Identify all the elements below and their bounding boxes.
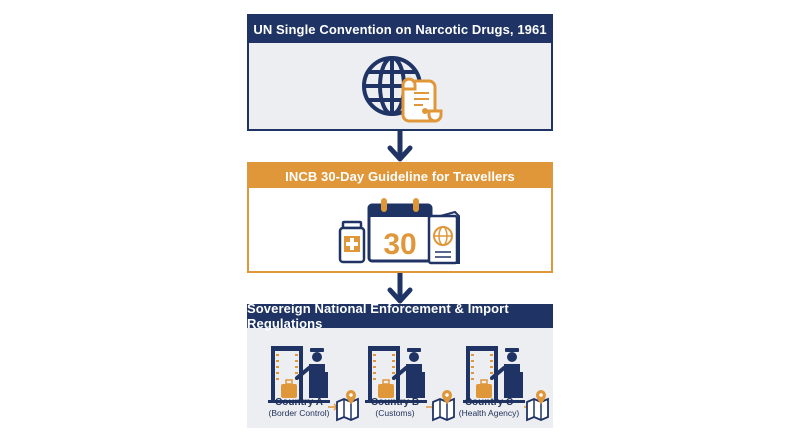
map-pin-icon — [526, 389, 549, 421]
country-name: Country A — [275, 397, 323, 408]
medicine-bottle-icon — [338, 220, 366, 264]
scroll-document-icon — [401, 77, 443, 123]
checkpoint-icon — [363, 344, 429, 405]
country-label: Country B (Customs) — [355, 397, 435, 419]
level2-header: INCB 30-Day Guideline for Travellers — [249, 164, 551, 188]
level3-header: Sovereign National Enforcement & Import … — [247, 301, 553, 331]
country-label: Country C (Health Agency) — [449, 397, 529, 419]
passport-icon — [427, 210, 460, 265]
level2-illustration: 30 — [338, 198, 460, 265]
level2-title: INCB 30-Day Guideline for Travellers — [285, 168, 515, 184]
down-arrow-icon — [387, 273, 413, 304]
checkpoint-icon — [266, 344, 332, 405]
country-agency: (Health Agency) — [458, 408, 520, 418]
checkpoint-icon — [461, 344, 527, 405]
country-agency: (Border Control) — [268, 408, 330, 418]
calendar-icon — [367, 198, 433, 263]
country-name: Country B — [370, 397, 420, 408]
level1-illustration — [362, 56, 443, 123]
down-arrow-icon — [387, 131, 413, 162]
level1-header: UN Single Convention on Narcotic Drugs, … — [249, 16, 551, 43]
level3-title: Sovereign National Enforcement & Import … — [247, 301, 509, 331]
level1-title: UN Single Convention on Narcotic Drugs, … — [253, 22, 547, 37]
level2-box: INCB 30-Day Guideline for Travellers 30 — [247, 162, 553, 273]
level3-box: Sovereign National Enforcement & Import … — [247, 301, 553, 428]
country-name: Country C — [464, 397, 514, 408]
level1-box: UN Single Convention on Narcotic Drugs, … — [247, 14, 553, 131]
country-label: Country A (Border Control) — [259, 397, 339, 419]
country-agency: (Customs) — [375, 408, 415, 418]
calendar-number: 30 — [383, 228, 416, 261]
